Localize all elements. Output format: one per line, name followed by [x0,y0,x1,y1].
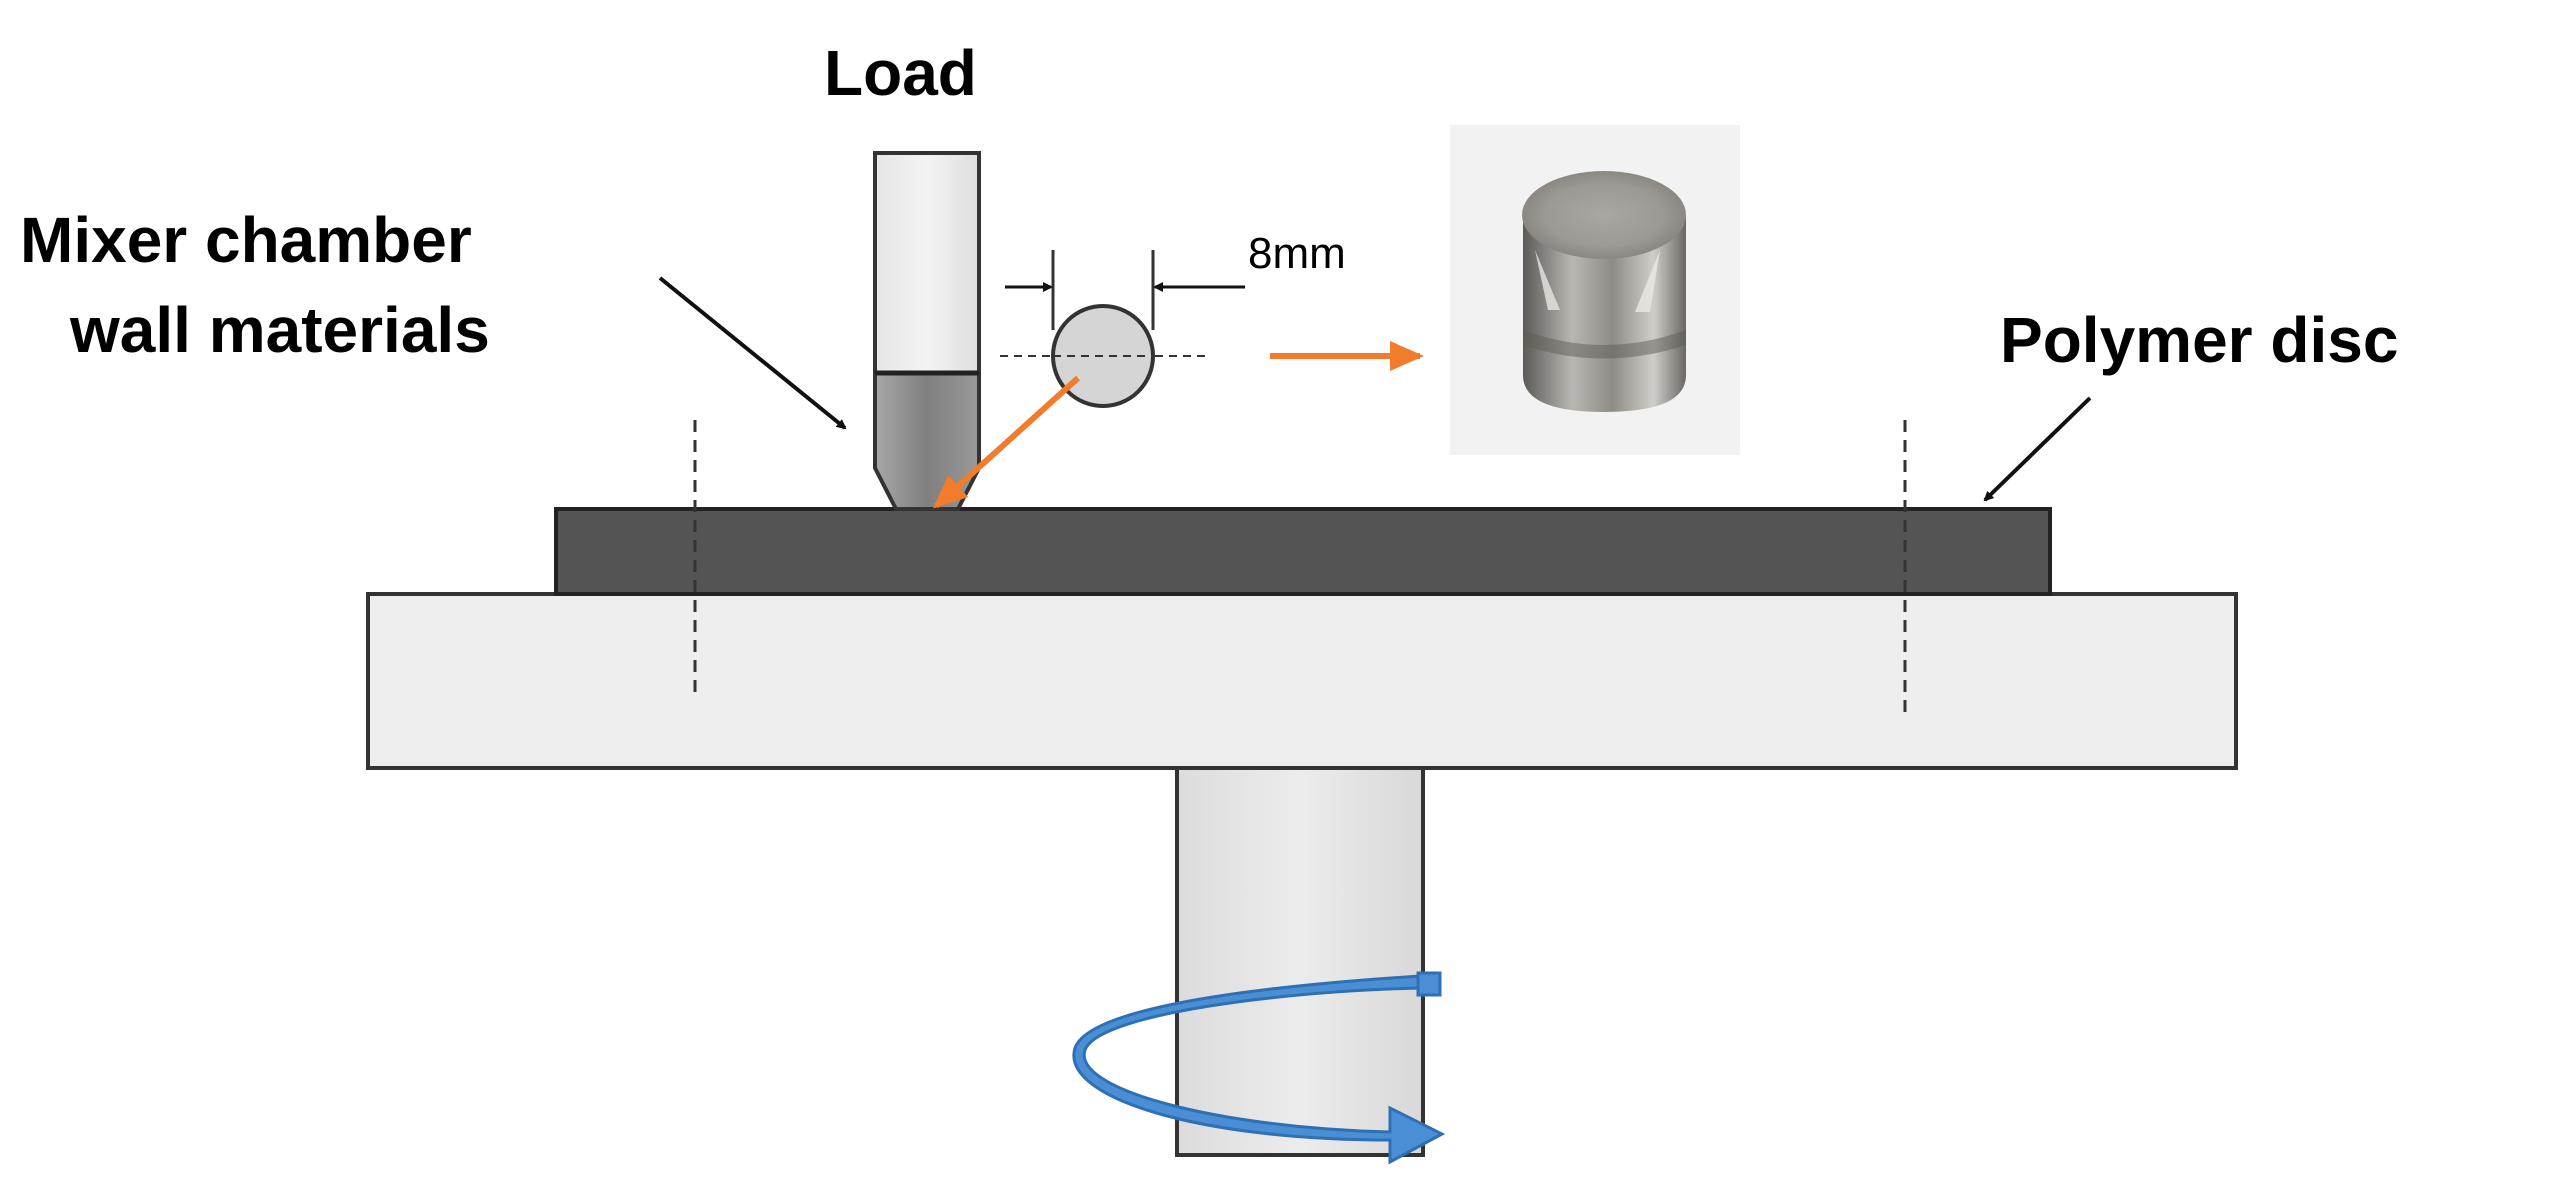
chamber-label-line2: wall materials [69,294,490,366]
chamber-label-line1: Mixer chamber [20,204,472,276]
pin-cross-section [1000,304,1210,408]
polymer-disc-label: Polymer disc [2000,304,2398,376]
load-label: Load [824,37,977,109]
cylindrical-pin-photo [1450,125,1740,455]
base-plate [366,592,2238,770]
chamber-label-arrow [658,276,847,430]
contact-highlight-arrow [933,375,1081,509]
drive-shaft [1175,766,1425,1157]
pin-specimen [873,151,981,511]
dimension-marker [1005,250,1245,330]
disc-label-arrow [1983,396,2092,502]
polymer-disc-body [554,507,2052,596]
rotation-arrow-icon [1072,971,1446,1165]
dimension-label: 8mm [1248,229,1346,278]
